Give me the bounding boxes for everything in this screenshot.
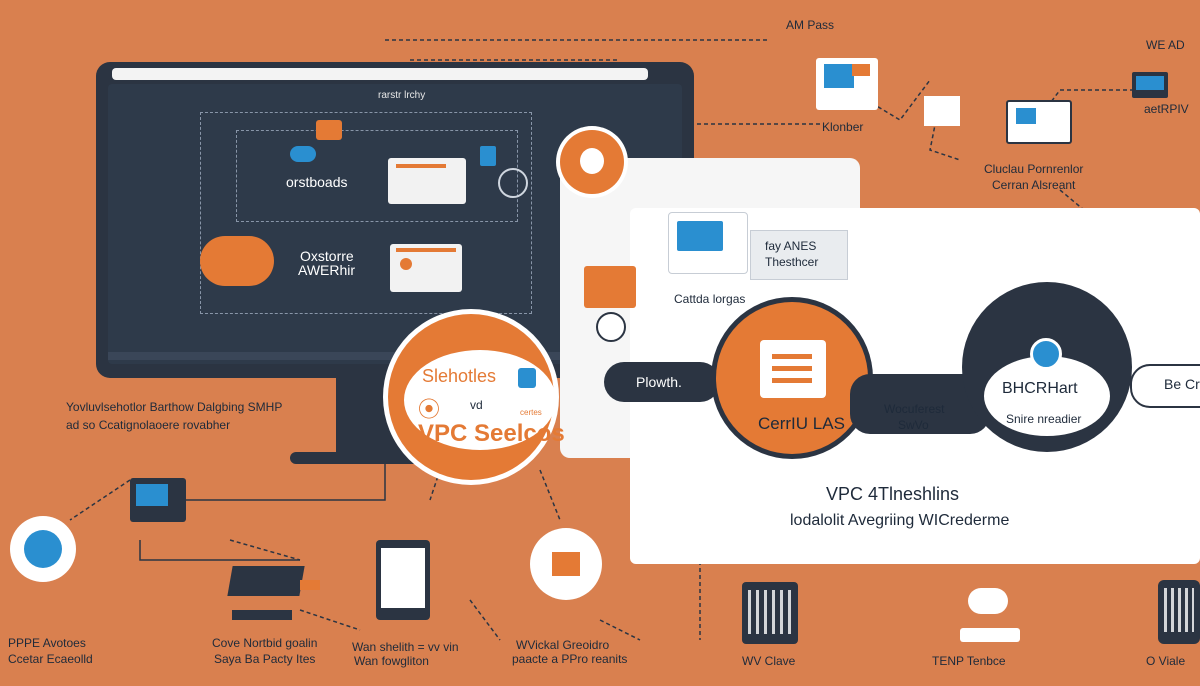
top-doc-blue xyxy=(824,64,854,88)
panel-label-fy-anes: fay ANES xyxy=(765,239,817,253)
card-bottom-accent xyxy=(396,248,456,252)
bottom-label-wan1: Wan shelith = vv vin xyxy=(352,640,459,654)
card-top-accent xyxy=(396,164,446,168)
bottom-tablet-screen xyxy=(381,548,425,608)
bottom-label-tenp: TENP Tenbce xyxy=(932,654,1006,668)
right-vpc-title: VPC 4Tlneshlins xyxy=(826,484,960,504)
screen-icon-storage xyxy=(316,120,342,140)
left-text-line2: ad so Ccatignolaoere rovabher xyxy=(66,418,231,432)
screen-node-circle xyxy=(498,168,528,198)
top-monitor-screen xyxy=(1136,76,1164,90)
panel-printer-icon xyxy=(584,266,636,308)
pill-right-label: Be Cr xyxy=(1164,376,1200,392)
vpc-circle-inner xyxy=(404,350,556,450)
bottom-label-pppe1: PPPE Avotoes xyxy=(8,636,86,650)
bottom-phone-grid xyxy=(1164,588,1194,632)
screen-bottom-strip xyxy=(108,352,682,360)
bottom-label-wickal1: WVickal Greoidro xyxy=(516,638,610,652)
screen-dashed-frame-outer xyxy=(200,112,532,314)
top-monitor-icon xyxy=(1132,72,1168,98)
right-circle-sub: Snire nreadier xyxy=(1006,412,1082,426)
top-label-cerrani: Cerran Alsreant xyxy=(992,178,1076,192)
pill-right xyxy=(1130,364,1200,408)
bottom-label-pppe2: Ccetar Ecaeolld xyxy=(8,652,93,666)
box-icon xyxy=(552,552,580,576)
bottom-phone-icon xyxy=(1158,580,1200,644)
left-router-port xyxy=(300,580,320,590)
vpc-circle-top-label: Slehotles xyxy=(422,366,497,386)
screen-icon-device xyxy=(480,146,496,166)
screen-card-top xyxy=(388,158,466,204)
screen-label-awerhir: AWERhir xyxy=(298,262,356,278)
pill-plowth: Plowth. xyxy=(604,362,720,402)
panel-label-thesthcer: Thesthcer xyxy=(765,255,819,269)
top-laptop-screen xyxy=(1016,108,1036,124)
certified-doc-line1 xyxy=(772,354,812,359)
right-circle-title: BHCRHart xyxy=(1002,380,1078,397)
screen-orange-tag xyxy=(200,236,274,286)
vpc-circle-vd: vd xyxy=(470,398,483,412)
certified-doc-line3 xyxy=(772,378,812,383)
screen-dashed-frame-inner xyxy=(236,130,518,222)
left-router-icon xyxy=(227,566,305,596)
panel-device-screen xyxy=(677,221,723,251)
right-local-text: lodalolit Avegriing WICrederme xyxy=(790,512,1010,529)
panel-device-card xyxy=(668,212,748,274)
left-text-line1: Yovluvlsehotlor Barthow Dalgbing SMHP xyxy=(66,400,283,414)
vpc-circle-small: certes xyxy=(520,408,542,417)
certified-label: CerrIU LAS xyxy=(758,414,845,433)
flame-icon xyxy=(580,148,604,174)
left-monitor-small-screen xyxy=(136,484,168,506)
screen-icon-cloud xyxy=(290,146,316,162)
pill-wocuferest-label: Wocuferest xyxy=(884,402,945,416)
vpc-wifi-icon: ⦿ xyxy=(418,397,441,422)
left-gear-badge xyxy=(10,516,76,582)
top-label-am-pass: AM Pass xyxy=(786,18,835,32)
certified-doc-line2 xyxy=(772,366,812,371)
vpc-circle-title: VPC Seelcos xyxy=(418,420,565,447)
bottom-label-o: O Viale xyxy=(1146,654,1186,668)
monitor-address-bar xyxy=(112,68,648,80)
top-label-klonber: Klonber xyxy=(822,120,864,134)
pill-swvo-label: SwVo xyxy=(898,418,929,432)
top-label-we-ad: WE AD xyxy=(1146,38,1185,52)
panel-face-icon xyxy=(596,312,626,342)
screen-card-bottom xyxy=(390,244,462,292)
screen-label-orstboads: orstboads xyxy=(286,174,348,190)
top-laptop-icon xyxy=(1006,100,1072,144)
top-label-aetrpiv: aetRPIV xyxy=(1144,102,1189,116)
screen-label-oxstorre: Oxstorre xyxy=(300,248,354,264)
top-doc-orange xyxy=(852,64,870,76)
card-bottom-dot xyxy=(400,258,412,270)
bottom-keypad-grid xyxy=(748,590,792,634)
left-monitor-small xyxy=(130,478,186,522)
bottom-cloud-base xyxy=(960,628,1020,642)
panel-label-cattda: Cattda lorgas xyxy=(674,292,746,306)
left-router-bar xyxy=(232,610,292,620)
top-chart-icon xyxy=(924,96,960,126)
bottom-label-wan2: Wan fowgliton xyxy=(354,654,429,668)
bottom-label-wickal2: paacte a PPro reanits xyxy=(512,652,628,666)
pill-plowth-label: Plowth. xyxy=(636,374,682,390)
screen-title: rarstr lrchy xyxy=(378,90,426,101)
panel-info-box: fay ANES Thesthcer xyxy=(750,230,848,280)
bottom-label-cove2: Saya Ba Pacty Ites xyxy=(214,652,316,666)
right-globe-icon xyxy=(1030,338,1062,370)
bottom-keypad-icon xyxy=(742,582,798,644)
top-label-cluclaui: Cluclau Pornrenlor xyxy=(984,162,1084,176)
bottom-label-wv: WV Clave xyxy=(742,654,796,668)
box-badge xyxy=(530,528,602,600)
bottom-cloud-icon xyxy=(968,588,1008,614)
certified-doc-icon xyxy=(760,340,826,398)
left-gear-icon xyxy=(24,530,62,568)
vpc-lock-icon xyxy=(518,368,536,388)
bottom-label-cove1: Cove Nortbid goalin xyxy=(212,636,318,650)
top-doc-icon xyxy=(816,58,878,110)
flame-badge xyxy=(560,130,624,194)
bottom-tablet xyxy=(376,540,430,620)
